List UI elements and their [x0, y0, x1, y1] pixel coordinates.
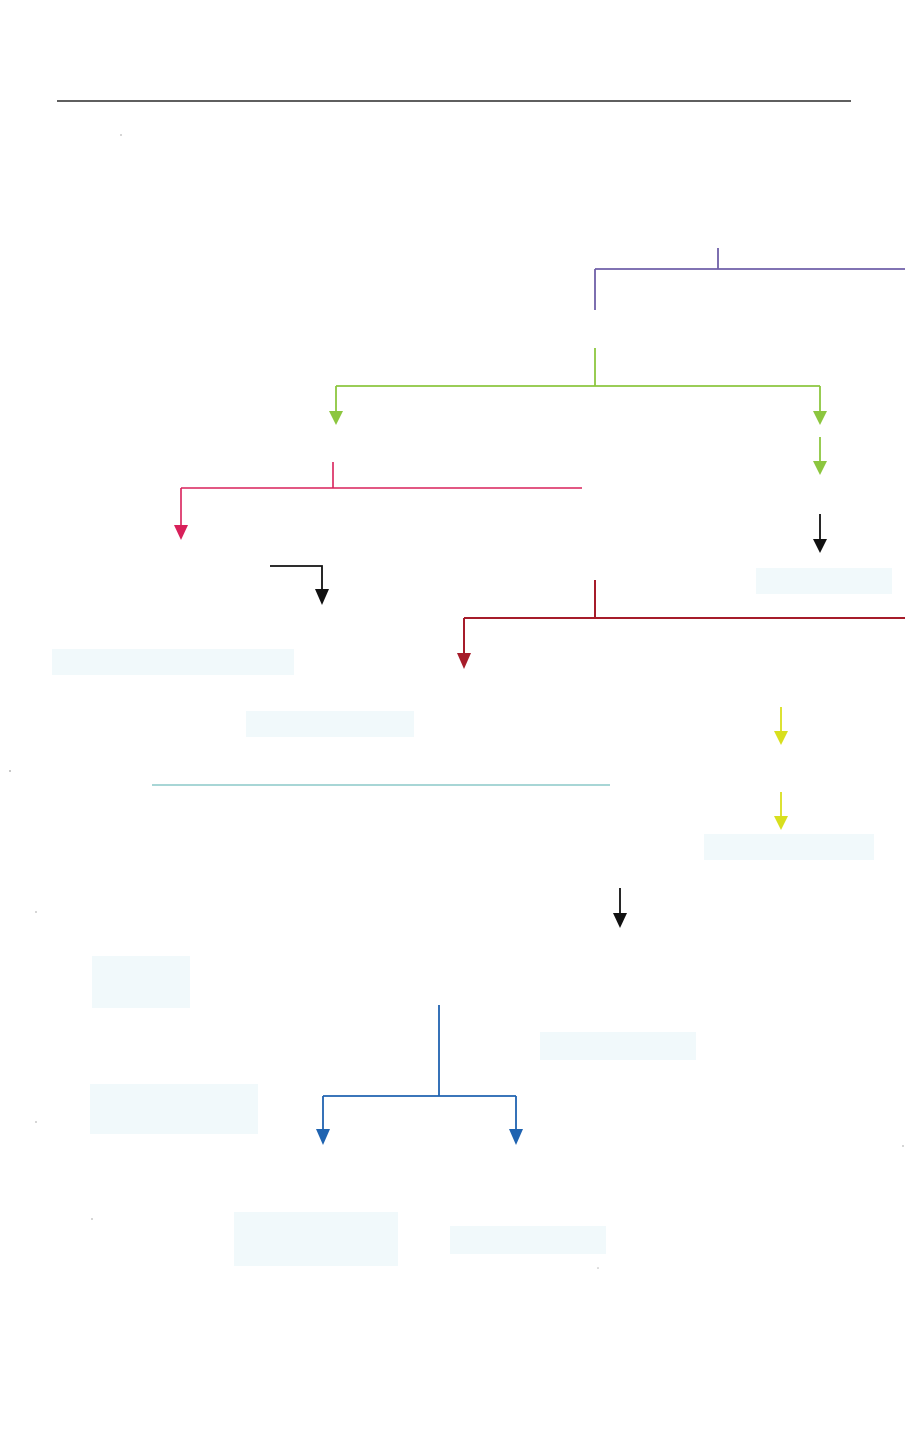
- crimson-arrowhead: [457, 653, 471, 669]
- green-arrowhead-left: [329, 411, 343, 425]
- green-arrowhead-right-lower: [813, 461, 827, 475]
- faint-node-box: [246, 711, 414, 737]
- faint-node-box: [704, 834, 874, 860]
- green-branch: [329, 348, 827, 475]
- scan-specks: [9, 134, 904, 1269]
- faint-node-box: [756, 568, 892, 594]
- blue-branch: [316, 1005, 523, 1145]
- yellow-arrow-lower: [774, 792, 788, 830]
- blue-arrowhead-left: [316, 1129, 330, 1145]
- faint-node-box: [234, 1212, 398, 1266]
- black-arrow-middle: [613, 888, 627, 928]
- faint-node-box: [90, 1084, 258, 1134]
- faint-node-box: [92, 956, 190, 1008]
- black-elbow-arrow: [270, 565, 329, 605]
- faint-node-box: [450, 1226, 606, 1254]
- faint-node-box: [52, 649, 294, 675]
- yellow-arrow-upper: [774, 707, 788, 745]
- purple-branch: [594, 248, 905, 310]
- blue-arrowhead-right: [509, 1129, 523, 1145]
- pink-arrowhead: [174, 525, 188, 540]
- pink-branch: [174, 462, 582, 540]
- black-arrow-right: [813, 514, 827, 553]
- faint-node-box: [540, 1032, 696, 1060]
- faint-node-boxes: [52, 568, 892, 1266]
- green-arrowhead-right: [813, 411, 827, 425]
- crimson-branch: [457, 580, 905, 669]
